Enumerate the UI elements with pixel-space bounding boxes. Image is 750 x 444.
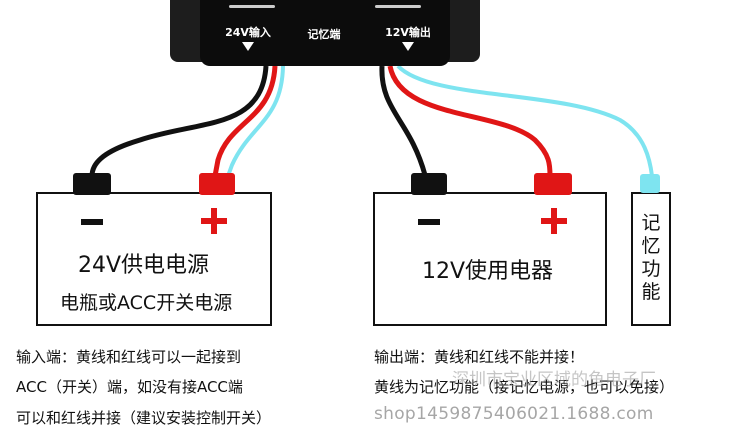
memory-label-char: 忆: [641, 235, 661, 257]
watermark-shop-url: shop1459875406021.1688.com: [374, 404, 654, 424]
input-note-line: 输入端：黄线和红线可以一起接到: [16, 348, 242, 366]
memory-label-char: 能: [641, 281, 661, 303]
memory-label: 记 忆 功 能: [641, 212, 661, 304]
supply-red-wire: [212, 65, 278, 177]
input-arrow-icon: [242, 42, 254, 51]
load-negative-terminal: [411, 173, 447, 195]
load-positive-terminal: [534, 173, 572, 195]
port-mark-icon: [229, 5, 275, 8]
output-note-line: 黄线为记忆功能（接记忆电源，也可以免接）: [374, 378, 675, 396]
supply-minus-icon: [81, 219, 103, 225]
input-note-line: ACC（开关）端，如没有接ACC端: [16, 378, 243, 396]
input-port-label: 24V输入: [225, 26, 271, 39]
memory-terminal: [640, 174, 660, 193]
load-battery: [373, 192, 607, 326]
port-mark-icon: [375, 5, 421, 8]
output-note-line: 输出端：黄线和红线不能并接！: [374, 348, 585, 366]
memory-label-char: 功: [641, 258, 661, 280]
input-note-line: 可以和红线并接（建议安装控制开关）: [16, 409, 272, 427]
supply-plus-icon: [211, 208, 217, 234]
load-black-wire: [379, 65, 428, 176]
output-port-label: 12V输出: [385, 26, 431, 39]
supply-title: 24V供电电源: [78, 253, 210, 278]
converter-panel: [200, 0, 450, 66]
memory-box: [631, 192, 671, 326]
load-cyan-wire: [396, 64, 654, 177]
load-red-wire: [387, 65, 553, 177]
supply-cyan-wire: [226, 65, 285, 177]
memory-label-char: 记: [641, 212, 661, 234]
load-title: 12V使用电器: [422, 259, 554, 284]
supply-battery: [36, 192, 272, 326]
supply-subtitle: 电瓶或ACC开关电源: [60, 292, 233, 314]
supply-negative-terminal: [73, 173, 111, 195]
load-minus-icon: [418, 219, 440, 225]
memory-port-label: 记忆端: [307, 28, 341, 41]
output-arrow-icon: [402, 42, 414, 51]
watermark-shop-name: 深圳市宝业区域的鱼电子厂: [452, 370, 656, 390]
supply-black-wire: [89, 65, 269, 177]
supply-positive-terminal: [199, 173, 235, 195]
load-plus-icon: [551, 208, 557, 234]
